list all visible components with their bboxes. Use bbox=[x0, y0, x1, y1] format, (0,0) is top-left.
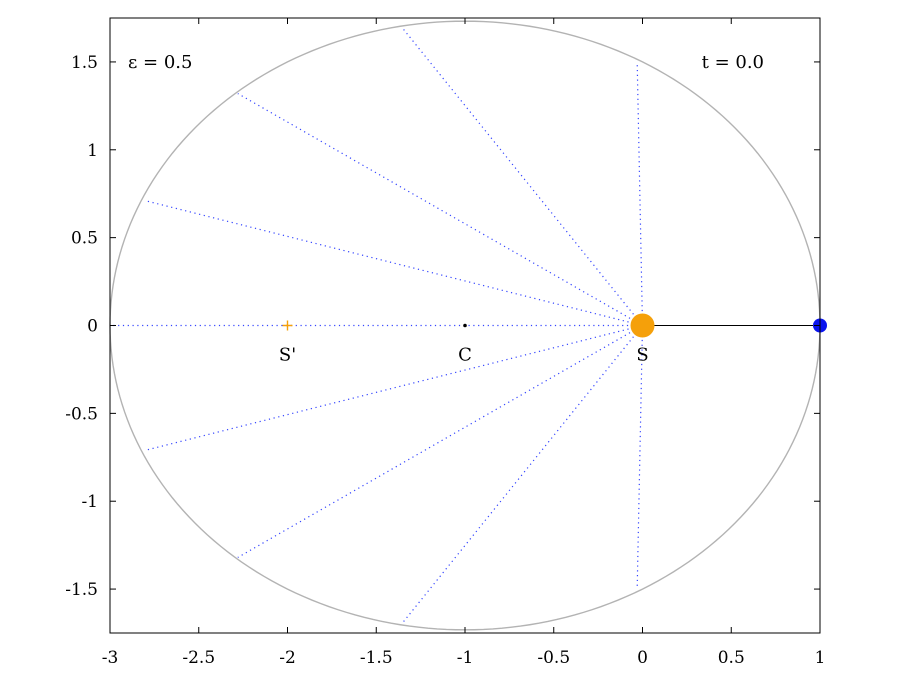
reference-points: S' C S bbox=[279, 313, 655, 366]
second-focus-marker bbox=[282, 320, 293, 331]
x-axis: -3 -2.5 -2 -1.5 -1 -0.5 0 0.5 1 bbox=[102, 18, 826, 668]
time-annotation: t = 0.0 bbox=[702, 52, 764, 73]
center-marker bbox=[463, 323, 467, 328]
x-tick-label: -1.5 bbox=[360, 648, 393, 668]
y-axis: -1.5 -1 -0.5 0 0.5 1 1.5 bbox=[65, 53, 820, 600]
radial-lines bbox=[110, 28, 644, 623]
y-tick-label: 1.5 bbox=[71, 53, 98, 73]
y-tick-label: 1 bbox=[87, 141, 98, 161]
x-tick-label: -2 bbox=[279, 648, 296, 668]
point-label: C bbox=[458, 345, 472, 366]
eccentricity-annotation: ε = 0.5 bbox=[128, 52, 192, 73]
point-label: S' bbox=[279, 345, 296, 366]
radial-line bbox=[402, 325, 643, 623]
x-tick-label: -1 bbox=[457, 648, 474, 668]
x-tick-label: -0.5 bbox=[537, 648, 570, 668]
radial-line bbox=[636, 325, 644, 590]
x-tick-label: -3 bbox=[102, 648, 119, 668]
y-tick-label: -1.5 bbox=[65, 580, 98, 600]
radial-line bbox=[636, 61, 644, 326]
radial-line bbox=[237, 93, 643, 327]
point-label: S bbox=[636, 345, 648, 366]
y-tick-label: -0.5 bbox=[65, 404, 98, 424]
radial-line bbox=[402, 28, 643, 326]
x-tick-label: 0 bbox=[637, 648, 648, 668]
y-tick-label: 0.5 bbox=[71, 229, 98, 249]
radial-line bbox=[237, 324, 643, 558]
y-tick-label: -1 bbox=[81, 492, 98, 512]
x-tick-label: 1 bbox=[815, 648, 826, 668]
sun-marker bbox=[630, 313, 655, 338]
x-tick-label: -2.5 bbox=[182, 648, 215, 668]
y-tick-label: 0 bbox=[87, 317, 98, 337]
x-tick-label: 0.5 bbox=[718, 648, 745, 668]
